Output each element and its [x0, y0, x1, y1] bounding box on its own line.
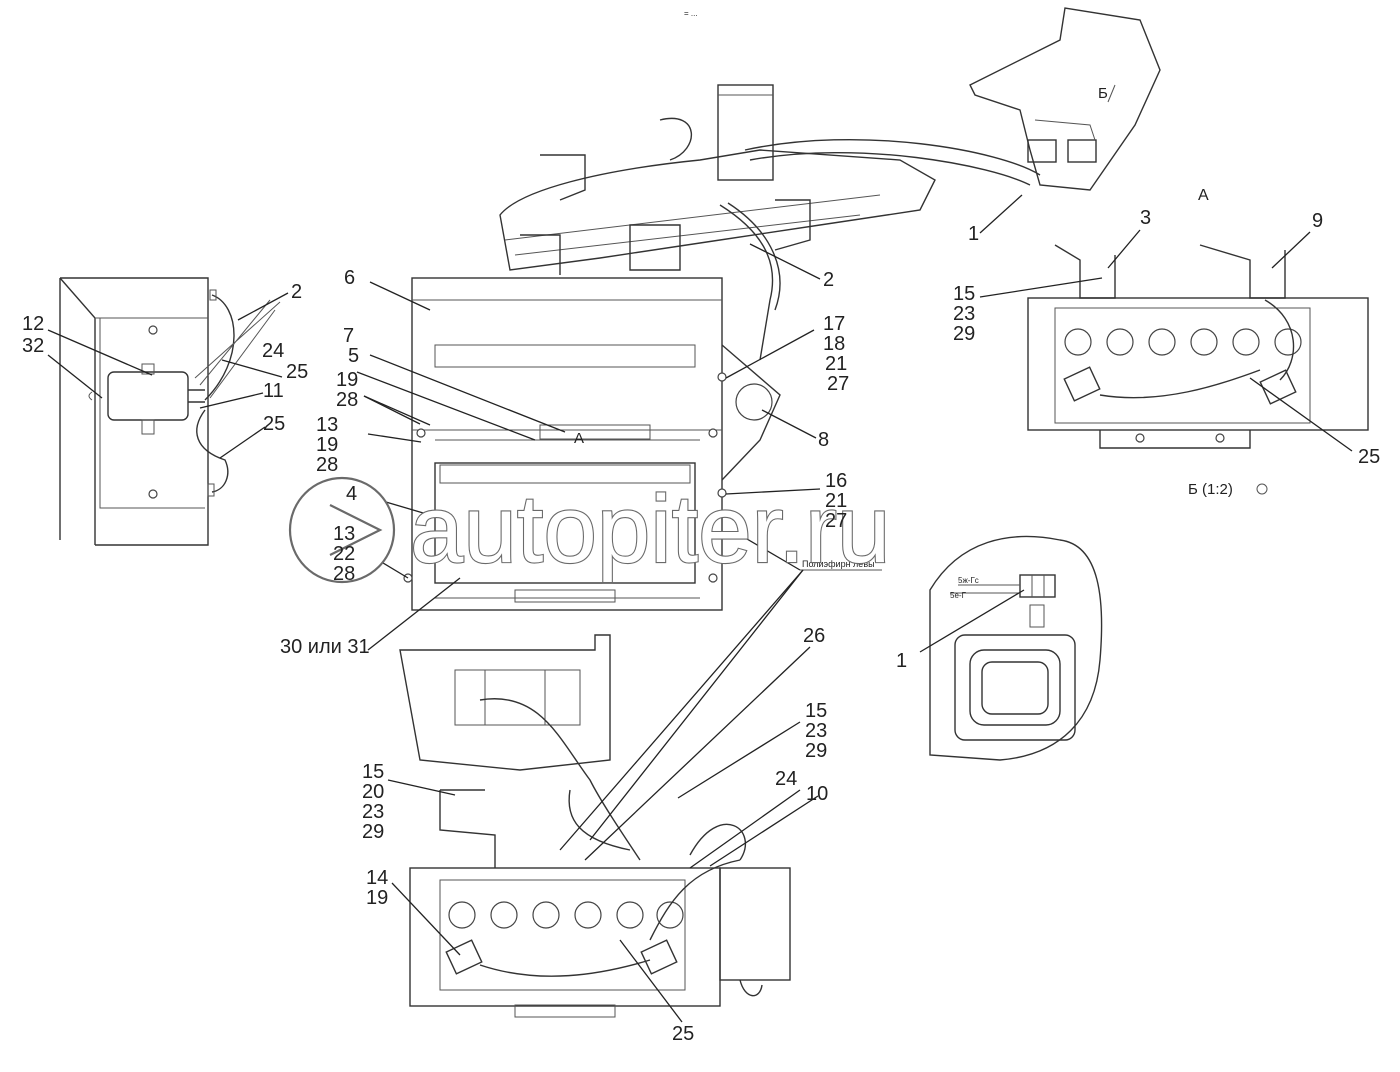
route-note-text: Полиэфирн левы: [802, 559, 875, 569]
callout-15-c: 15: [362, 761, 384, 783]
marker-a-label: A: [574, 430, 584, 447]
callout-19-bottom: 19: [366, 887, 388, 909]
upper-frame-structure: [499, 84, 1041, 361]
callout-32: 32: [22, 335, 44, 357]
mounting-plate: [399, 634, 641, 861]
battery-box-bottom: [409, 789, 791, 1018]
leader-lines: [47, 194, 1353, 1023]
callout-labels: 2 12 32 24 25 11 25 6 7 5 19 28 13 19 28…: [22, 207, 1380, 1045]
callout-21-a: 21: [825, 353, 847, 375]
top-mark: = ...: [684, 9, 698, 18]
callout-7: 7: [343, 325, 354, 347]
callout-3: 3: [1140, 207, 1151, 229]
callout-15-a: 15: [953, 283, 975, 305]
view-a: A: [1027, 187, 1369, 449]
callout-13-a: 13: [316, 414, 338, 436]
callout-26: 26: [803, 625, 825, 647]
callout-1-b: 1: [896, 650, 907, 672]
callout-9: 9: [1312, 210, 1323, 232]
callout-13-b: 13: [333, 523, 355, 545]
callout-23-a: 23: [953, 303, 975, 325]
callout-28-b: 28: [316, 454, 338, 476]
callout-25-left-a: 25: [286, 361, 308, 383]
callout-2-mid: 2: [823, 269, 834, 291]
callout-21-b: 21: [825, 490, 847, 512]
callout-28-c: 28: [333, 563, 355, 585]
callout-18: 18: [823, 333, 845, 355]
callout-17: 17: [823, 313, 845, 335]
callout-16: 16: [825, 470, 847, 492]
callout-29-a: 29: [953, 323, 975, 345]
battery-box-main: A: [403, 277, 781, 611]
callout-29-c: 29: [362, 821, 384, 843]
callout-15-b: 15: [805, 700, 827, 722]
callout-2-top: 2: [291, 281, 302, 303]
callout-27-b: 27: [825, 510, 847, 532]
callout-10: 10: [806, 783, 828, 805]
view-a-title: A: [1198, 187, 1209, 204]
callout-24-bottom: 24: [775, 768, 797, 790]
view-b-wire-labels-2: 5е-Г: [950, 591, 967, 600]
view-b-wire-labels: 5ж-Гс: [958, 576, 979, 585]
callout-14: 14: [366, 867, 388, 889]
relay-detail-view: [59, 277, 281, 546]
connector-bracket-top: Б: [969, 7, 1161, 191]
callout-25-a: 25: [1358, 446, 1380, 468]
callout-28-a: 28: [336, 389, 358, 411]
callout-22: 22: [333, 543, 355, 565]
callout-29-b: 29: [805, 740, 827, 762]
callout-24-left: 24: [262, 340, 284, 362]
callout-6: 6: [344, 267, 355, 289]
callout-19-b: 19: [316, 434, 338, 456]
callout-25-bottom: 25: [672, 1023, 694, 1045]
callout-23-b: 23: [805, 720, 827, 742]
callout-27-a: 27: [827, 373, 849, 395]
callout-20: 20: [362, 781, 384, 803]
callout-1-top: 1: [968, 223, 979, 245]
callout-25-left-b: 25: [263, 413, 285, 435]
marker-b-label: Б: [1098, 85, 1108, 102]
callout-11: 11: [263, 380, 284, 402]
callout-5: 5: [348, 345, 359, 367]
route-note: Полиэфирн левы: [559, 531, 882, 851]
callout-30-31: 30 или 31: [280, 636, 370, 658]
watermark-text: autopiter.ru: [410, 476, 890, 583]
view-b-title: Б (1:2): [1188, 481, 1233, 498]
callout-4: 4: [346, 483, 357, 505]
callout-23-c: 23: [362, 801, 384, 823]
watermark-group: autopiter.ru: [288, 475, 891, 584]
callout-19-a: 19: [336, 369, 358, 391]
view-b: Б (1:2) 5ж-Гс 5е-Г: [929, 481, 1268, 761]
callout-12: 12: [22, 313, 44, 335]
callout-8: 8: [818, 429, 829, 451]
